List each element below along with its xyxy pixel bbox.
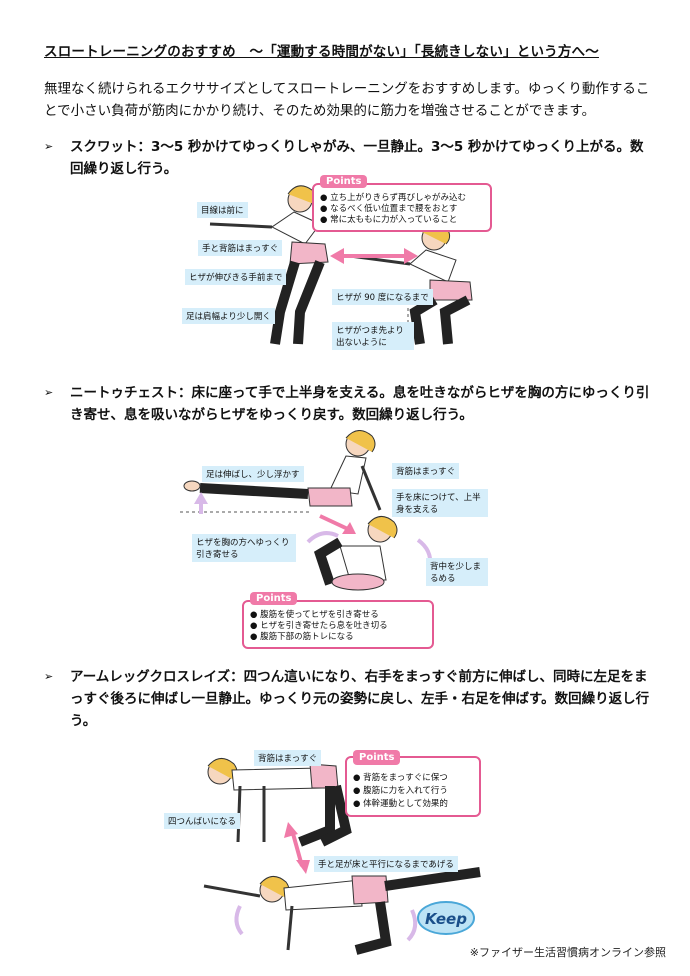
reference-note: ※ファイザー生活習慣病オンライン参照 bbox=[469, 946, 666, 959]
point-item: ● 腹筋下部の筋トレになる bbox=[250, 632, 354, 642]
knee-chest-illustration bbox=[180, 430, 433, 591]
page-title: スロートレーニングのおすすめ ～「運動する時間がない」「長続きしない」という方へ… bbox=[44, 44, 599, 60]
squat-illustration bbox=[209, 185, 473, 348]
point-item: ● 腹筋を使ってヒザを引き寄せる bbox=[250, 610, 379, 620]
squat-points-box: Points ● 立ち上がりきらず再びしゃがみ込む ● なるべく低い位置まで腰を… bbox=[312, 175, 492, 232]
exercise-text: ニートゥチェスト：床に座って手で上半身を支える。息を吐きながらヒザを胸の方にゆっ… bbox=[70, 385, 650, 423]
bullet-arrow-icon: ➢ bbox=[44, 670, 54, 683]
points-badge: Points bbox=[353, 750, 401, 765]
bullet-arrow-icon: ➢ bbox=[44, 386, 54, 399]
point-item: ● なるべく低い位置まで腰をおとす bbox=[320, 204, 458, 214]
label-back-straight: 背筋はまっすぐ bbox=[392, 463, 460, 479]
arm-leg-illustration: Keep bbox=[203, 758, 481, 955]
label-knee-toe: ヒザがつま先より出ないように bbox=[332, 322, 414, 350]
point-item: ● 腹筋に力を入れて行う bbox=[353, 786, 448, 796]
label-all-fours: 四つんばいになる bbox=[164, 813, 241, 829]
point-item: ● 体幹運動として効果的 bbox=[353, 799, 448, 809]
points-badge: Points bbox=[320, 175, 368, 188]
exercise-text: アームレッグクロスレイズ：四つん這いになり、右手をまっすぐ前方に伸ばし、同時に左… bbox=[70, 669, 650, 729]
label-round-back: 背中を少しまるめる bbox=[426, 558, 488, 586]
label-pull-knees: ヒザを胸の方へゆっくり引き寄せる bbox=[192, 534, 296, 562]
point-item: ● 常に太ももに力が入っていること bbox=[320, 215, 458, 225]
label-knee-extend: ヒザが伸びきる手前まで bbox=[185, 269, 287, 285]
exercise-squat: ➢ スクワット：3～5 秒かけてゆっくりしゃがみ、一旦静止。3～5 秒かけてゆっ… bbox=[44, 136, 654, 180]
arm-leg-points-box: Points ● 背筋をまっすぐに保つ ● 腹筋に力を入れて行う ● 体幹運動と… bbox=[345, 750, 481, 817]
point-item: ● 立ち上がりきらず再びしゃがみ込む bbox=[320, 193, 466, 203]
label-eyes-forward: 目線は前に bbox=[197, 202, 248, 218]
label-feet-width: 足は肩幅より少し開く bbox=[182, 308, 275, 324]
label-hands-floor: 手を床につけて、上半身を支える bbox=[392, 489, 488, 517]
bullet-arrow-icon: ➢ bbox=[44, 140, 54, 153]
label-legs-lift: 足は伸ばし、少し浮かす bbox=[202, 466, 304, 482]
knee-chest-points-box: Points ● 腹筋を使ってヒザを引き寄せる ● ヒザを引き寄せたら息を吐き切… bbox=[242, 592, 434, 649]
intro-paragraph: 無理なく続けられるエクササイズとしてスロートレーニングをおすすめします。ゆっくり… bbox=[44, 81, 650, 119]
label-parallel: 手と足が床と平行になるまであげる bbox=[314, 856, 458, 872]
points-badge: Points bbox=[250, 592, 298, 605]
exercise-arm-leg-cross: ➢ アームレッグクロスレイズ：四つん這いになり、右手をまっすぐ前方に伸ばし、同時… bbox=[44, 666, 654, 732]
point-item: ● 背筋をまっすぐに保つ bbox=[353, 773, 448, 783]
label-back-straight: 手と背筋はまっすぐ bbox=[198, 240, 283, 256]
label-back-straight: 背筋はまっすぐ bbox=[254, 750, 322, 766]
label-knee-90: ヒザが 90 度になるまで bbox=[332, 289, 433, 305]
keep-label: Keep bbox=[425, 910, 467, 928]
exercise-text: スクワット：3～5 秒かけてゆっくりしゃがみ、一旦静止。3～5 秒かけてゆっくり… bbox=[70, 139, 644, 177]
point-item: ● ヒザを引き寄せたら息を吐き切る bbox=[250, 621, 388, 631]
exercise-knee-to-chest: ➢ ニートゥチェスト：床に座って手で上半身を支える。息を吐きながらヒザを胸の方に… bbox=[44, 382, 654, 426]
